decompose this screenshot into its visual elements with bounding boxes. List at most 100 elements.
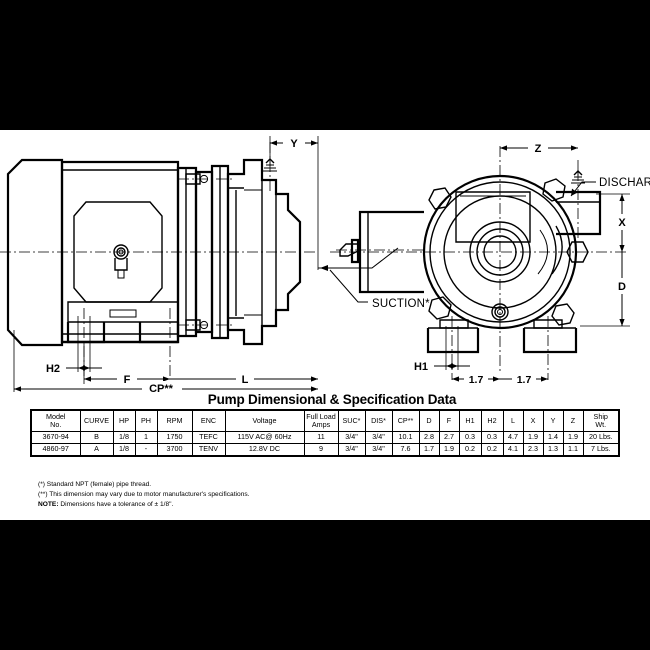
volute-cutwater-2 [537, 229, 548, 275]
volute-cutwater [551, 225, 563, 275]
cell-rpm: 1750 [156, 431, 193, 444]
suction-nozzle [336, 238, 424, 264]
adapter-bolt-bottom [178, 319, 232, 331]
callout-discharge: DISCHARGE* [570, 177, 650, 197]
cell-x: 2.3 [522, 443, 544, 457]
cell-suc: 3/4" [337, 443, 366, 457]
cell-hp: 1/8 [112, 443, 136, 457]
adapter-bolt-top [178, 173, 232, 185]
base-nameplate [109, 309, 137, 318]
cell-ph: - [134, 443, 158, 457]
terminal-box [73, 201, 163, 303]
cell-model-no: 4860-97 [30, 443, 81, 457]
th-d: D [418, 409, 440, 432]
cell-ph: 1 [134, 431, 158, 444]
hub-bore [483, 235, 517, 269]
dimension-17-right-label: 1.7 [517, 374, 532, 386]
dimension-l: L [170, 372, 318, 386]
callout-discharge-label: DISCHARGE* [599, 177, 650, 189]
cell-cp: 7.6 [391, 443, 420, 457]
cell-ship-wt: 7 Lbs. [582, 443, 620, 457]
cell-enc: TENV [191, 443, 226, 457]
base-foot-left-riser [439, 319, 469, 329]
dimension-d-label: D [618, 281, 626, 293]
hub-mid [476, 228, 524, 276]
view-link-leader [318, 247, 399, 269]
th-y: Y [542, 409, 564, 432]
th-rpm: RPM [156, 409, 193, 432]
th-model-no: Model No. [30, 409, 81, 432]
th-fla-l1: Full Load [306, 411, 336, 421]
table-title: Pump Dimensional & Specification Data [207, 392, 457, 407]
th-suc: SUC* [337, 409, 366, 432]
dimension-cp: CP** [13, 330, 318, 392]
volute-face-lines [228, 187, 244, 319]
th-ph: PH [134, 409, 158, 432]
cell-f: 1.9 [438, 443, 460, 457]
dimension-h2: H2 [40, 361, 102, 375]
th-full-load-amps: Full Load Amps [303, 409, 339, 432]
spec-table: Model No. CURVE HP PH RPM ENC Voltage Fu… [30, 409, 620, 457]
cell-z: 1.9 [562, 431, 584, 444]
cell-y: 1.4 [542, 431, 564, 444]
dimension-17-right: 1.7 [500, 372, 548, 386]
view-link-arrow [320, 265, 328, 271]
terminal-box-plug [113, 244, 129, 279]
cell-dis: 3/4" [364, 443, 393, 457]
th-z: Z [562, 409, 584, 432]
dimension-y: Y [269, 136, 319, 270]
footnote-single-asterisk: (*) Standard NPT (female) pipe thread. [38, 481, 152, 488]
dimension-h1: H1 [408, 359, 470, 373]
datasheet-sheet: Y H2 [0, 130, 650, 520]
cell-full-load-amps: 9 [303, 443, 339, 457]
cell-hp: 1/8 [112, 431, 136, 444]
dimension-x-label: X [618, 217, 626, 229]
dimension-h1-label: H1 [414, 361, 428, 373]
cell-full-load-amps: 11 [303, 431, 339, 444]
cell-h2: 0.2 [480, 443, 504, 457]
cell-f: 2.7 [438, 431, 460, 444]
cell-enc: TEFC [191, 431, 226, 444]
th-l: L [502, 409, 524, 432]
side-elevation-view: Y H2 [0, 136, 319, 392]
cell-voltage: 115V AC@ 60Hz [224, 431, 305, 444]
volute-boss-upper-right [542, 178, 566, 202]
dimension-h2-label: H2 [46, 363, 60, 375]
base-foot-right [522, 328, 578, 354]
volute-inner-circle [429, 181, 571, 323]
th-hp: HP [112, 409, 136, 432]
table-row: 3670-94 B 1/8 1 1750 TEFC 115V AC@ 60Hz … [30, 431, 620, 444]
technical-drawings: Y H2 [0, 130, 650, 392]
cell-h2: 0.3 [480, 431, 504, 444]
volute-boss-lower-left [428, 296, 452, 320]
th-f: F [438, 409, 460, 432]
footnote-note: NOTE: Dimensions have a tolerance of ± 1… [38, 500, 598, 510]
dimension-y-label: Y [290, 138, 298, 150]
motor-adapter [176, 166, 198, 338]
dimension-f: F [83, 342, 170, 386]
pump-seal-plate [210, 164, 230, 340]
dimension-x: X [596, 193, 631, 252]
th-ship-wt: Ship Wt. [582, 409, 620, 432]
th-model-no-l1: Model [45, 411, 66, 421]
callout-suction: SUCTION* [329, 269, 430, 310]
cell-l: 4.7 [502, 431, 524, 444]
dimension-d: D [580, 252, 631, 327]
th-cp: CP** [391, 409, 420, 432]
th-model-no-l2: No. [50, 420, 62, 429]
th-ship-wt-l2: Wt. [595, 420, 607, 429]
motor-barrel-end [358, 210, 424, 294]
motor-fan-cover [6, 158, 64, 347]
th-x: X [522, 409, 544, 432]
th-fla-l2: Amps [311, 420, 331, 429]
cell-x: 1.9 [522, 431, 544, 444]
dimension-cp-label: CP** [149, 383, 174, 392]
th-enc: ENC [191, 409, 226, 432]
dimension-17-left: 1.7 [452, 372, 500, 386]
callout-suction-label: SUCTION* [372, 298, 430, 310]
footnote-double-asterisk: (**) This dimension may vary due to moto… [38, 491, 250, 499]
cell-h1: 0.3 [458, 431, 482, 444]
motor-foot-left [66, 322, 106, 344]
pump-end-view: Z X [329, 140, 650, 386]
